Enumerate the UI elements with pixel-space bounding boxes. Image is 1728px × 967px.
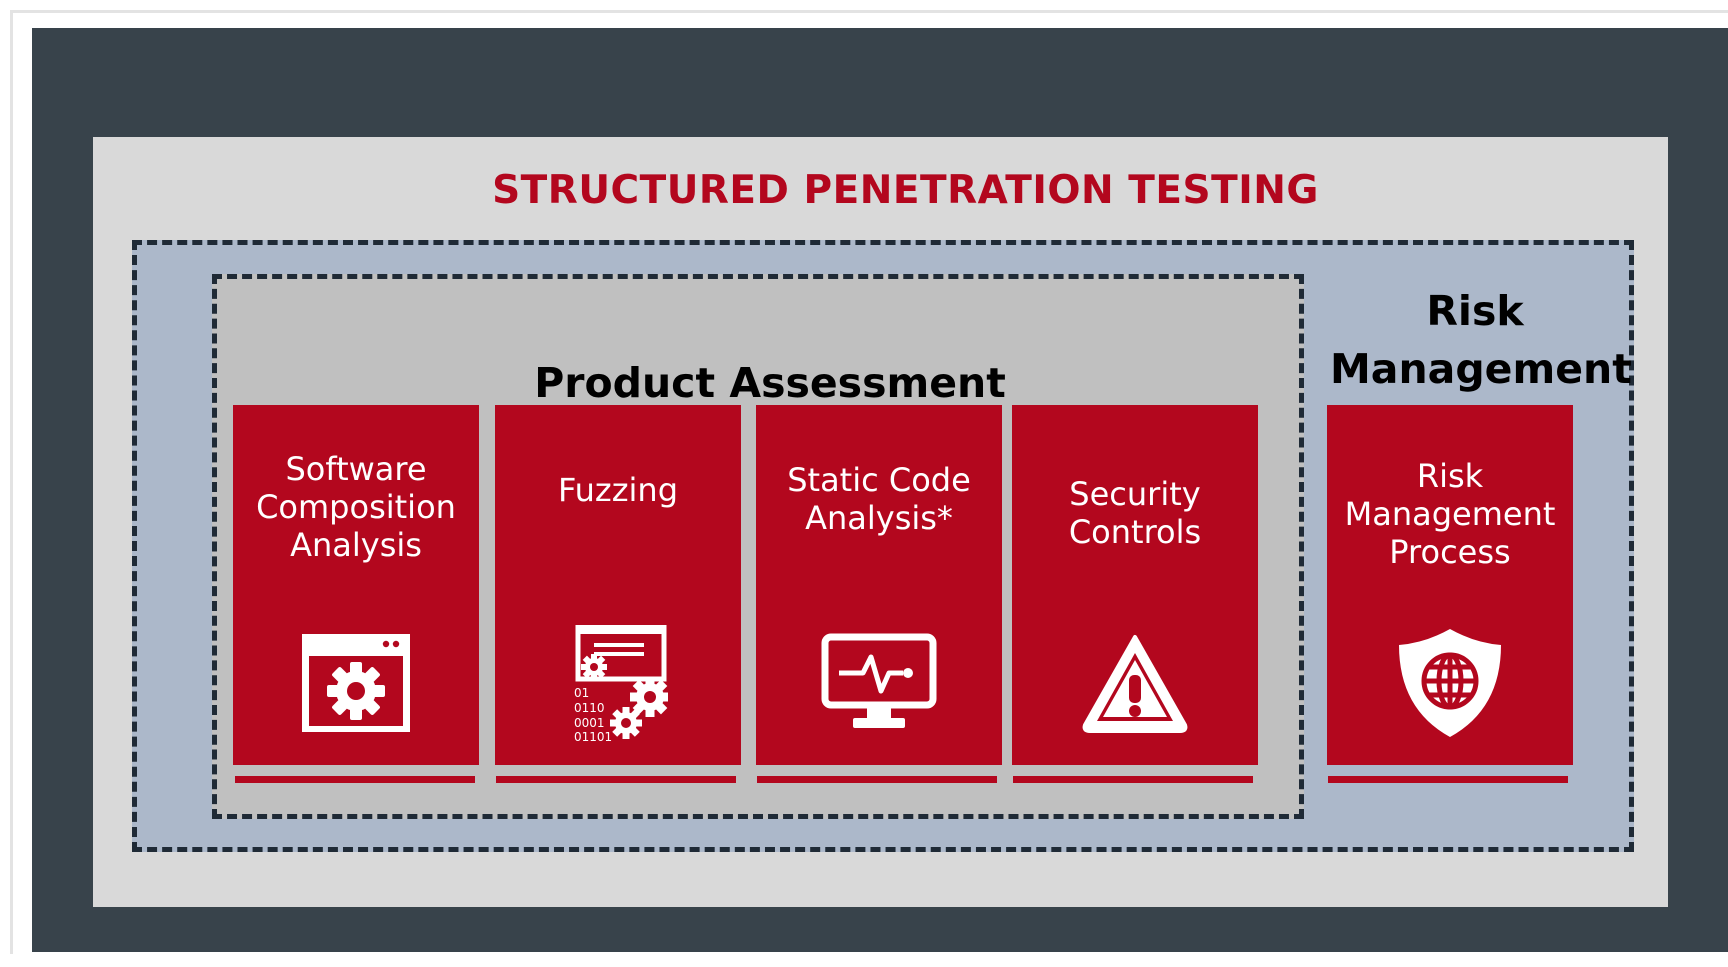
monitor-pulse-icon: [756, 625, 1002, 740]
card-label: Risk Management Process: [1344, 457, 1556, 571]
warning-triangle-icon: [1012, 625, 1258, 740]
card-underline: [1013, 776, 1253, 783]
shield-globe-icon: [1327, 625, 1573, 740]
card-underline: [235, 776, 475, 783]
card-underline: [1328, 776, 1568, 783]
binary-gears-icon: 01 0110 0001 01101: [495, 624, 741, 741]
card-underline: [496, 776, 736, 783]
card-underline: [757, 776, 997, 783]
card-security-controls: Security Controls: [1012, 405, 1258, 765]
risk-management-label: Risk Management: [1330, 287, 1632, 393]
card-risk-management-process: Risk Management Process: [1327, 405, 1573, 765]
card-label: Fuzzing: [557, 471, 678, 509]
product-assessment-label: Product Assessment: [534, 359, 1006, 407]
diagram-title: STRUCTURED PENETRATION TESTING: [492, 168, 1319, 213]
card-label: Static Code Analysis*: [787, 461, 971, 537]
binary-text-line: 0001: [574, 716, 605, 730]
card-static-code-analysis: Static Code Analysis*: [756, 405, 1002, 765]
binary-text-line: 0110: [574, 701, 605, 715]
card-label: Software Composition Analysis: [256, 450, 456, 564]
card-label: Security Controls: [1068, 475, 1202, 551]
card-fuzzing: Fuzzing: [495, 405, 741, 765]
card-software-composition-analysis: Software Composition Analysis: [233, 405, 479, 765]
binary-text-line: 01: [574, 686, 589, 700]
binary-text-line: 01101: [574, 730, 612, 741]
browser-gear-icon: [233, 625, 479, 740]
